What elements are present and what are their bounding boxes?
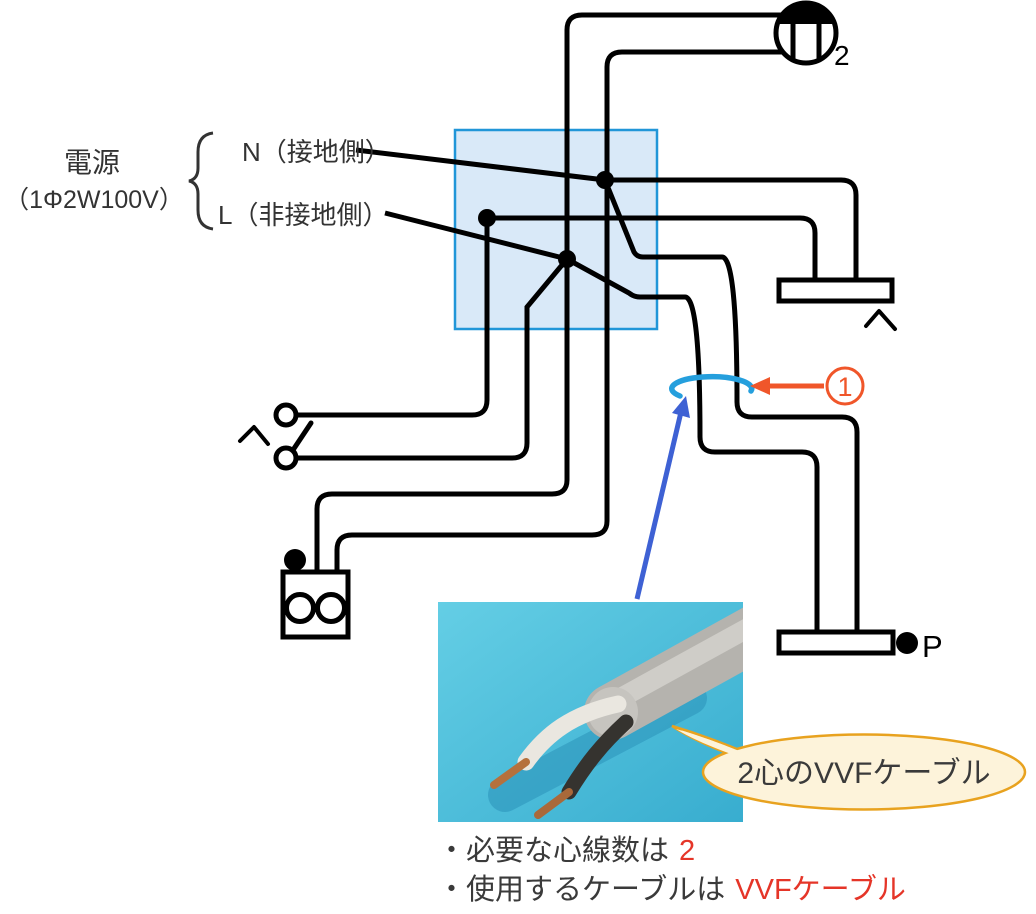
outlet-socket-right [315, 592, 347, 624]
lamp-subscript: 2 [834, 40, 850, 71]
photo-pointer-arrowhead-icon [672, 396, 690, 418]
power-label-line1: 電源 [64, 147, 120, 178]
brace-icon [188, 131, 214, 231]
wire-live-feed [384, 210, 568, 262]
neutral-label: N（接地側） [242, 137, 391, 167]
power-labels: 電源 （1Φ2W100V） N（接地側） L（非接地側） [4, 131, 391, 231]
fluorescent-top-body [776, 277, 895, 304]
annotation-1-callout: 1 [750, 366, 865, 406]
outlet-symbol [280, 549, 351, 640]
photo-pointer-arrow [634, 396, 690, 600]
cable-sheath-highlight [607, 619, 743, 710]
fluorescent-pilot-body [776, 629, 896, 656]
wire-switch-bottom [295, 257, 569, 461]
note-line1: ・必要な心線数は 2 [437, 834, 695, 867]
callout-number: 1 [837, 372, 852, 402]
bubble-body [701, 733, 1027, 811]
fluorescent-top-he-mark [864, 309, 897, 331]
switch-he-mark [238, 425, 270, 446]
switch-terminal-bottom [273, 445, 299, 471]
bubble-text: 2心のVVFケーブル [737, 757, 990, 790]
cable-marker-arc [669, 373, 755, 399]
note-line2-highlight: VVFケーブル [735, 873, 906, 906]
black-conductor [561, 714, 634, 800]
white-conductor [517, 695, 627, 771]
lamp-filled-segment [778, 2, 834, 22]
callout-arrowhead-icon [750, 377, 770, 395]
note-line2: ・使用するケーブルは VVFケーブル [437, 873, 906, 906]
note-line1-text: ・必要な心線数は [437, 834, 669, 867]
live-label: L（非接地側） [218, 200, 388, 230]
switch-lever [290, 420, 314, 453]
fluorescent-light-top [776, 277, 897, 331]
ceiling-lamp-symbol: 2 [773, 0, 850, 71]
wires [295, 12, 860, 632]
junction-dot-switch [478, 209, 496, 227]
wire-to-fluorescent-top-left [487, 215, 818, 280]
fluorescent-light-pilot: P [776, 629, 943, 664]
switch-symbol [238, 402, 314, 471]
white-conductor-copper-tip [490, 758, 530, 789]
photo-pointer-line [634, 411, 684, 600]
junction-dot-neutral [596, 171, 614, 189]
notes: ・必要な心線数は 2 ・使用するケーブルは VVFケーブル [437, 834, 906, 906]
note-line1-highlight: 2 [679, 835, 695, 867]
speech-bubble: 2心のVVFケーブル [671, 724, 1027, 811]
note-line2-text: ・使用するケーブルは [437, 873, 725, 906]
wire-to-fluorescent-top-right [605, 177, 859, 280]
power-label-line2: （1Φ2W100V） [4, 186, 184, 214]
wire-to-pilot-fluorescent-left [565, 256, 820, 632]
callout-circle [825, 366, 865, 406]
wire-lamp-to-outlet [314, 12, 784, 572]
switch-terminal-top [273, 402, 299, 428]
vvf-cable-photo [438, 602, 743, 822]
wire-neutral-feed [355, 147, 606, 183]
wire-switch-top [295, 218, 490, 418]
outlet-socket-left [284, 592, 316, 624]
pilot-label: P [922, 629, 943, 664]
wire-lamp2-to-outlet [334, 49, 784, 572]
outlet-dot [284, 549, 306, 571]
bubble-tail-fill [676, 729, 764, 764]
junction-dot-live [558, 250, 576, 268]
black-conductor-copper-tip [534, 788, 573, 819]
pilot-dot [896, 632, 918, 654]
wire-to-pilot-fluorescent-right [602, 179, 860, 632]
